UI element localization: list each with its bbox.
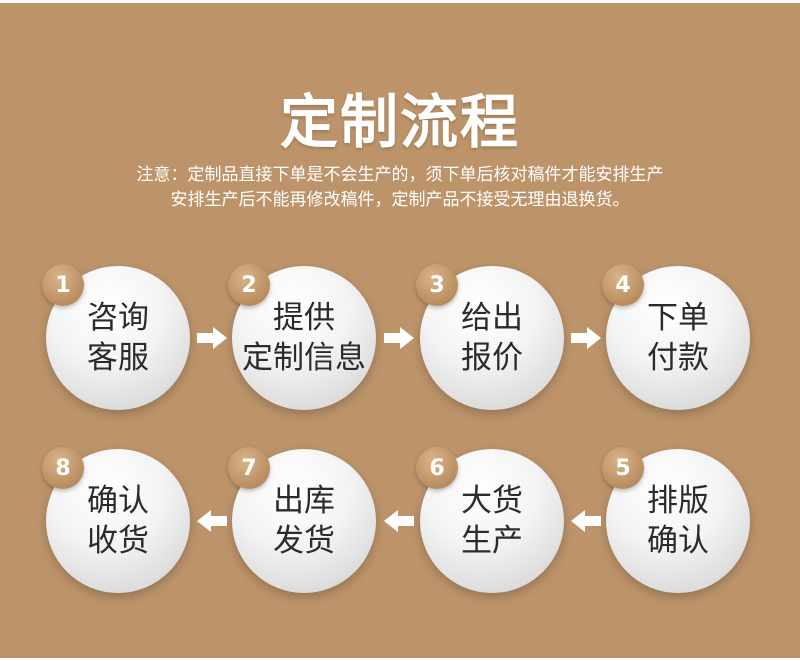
step-label: 确认 收货 [87, 483, 149, 559]
step-3: 3 给出 报价 [416, 264, 564, 410]
step-label: 大货 生产 [461, 483, 523, 559]
arrow-left-icon [571, 510, 601, 532]
arrow-left-icon [384, 510, 414, 532]
step-label: 提供 定制信息 [242, 300, 366, 376]
step-4: 4 下单 付款 [602, 264, 750, 410]
step-badge: 6 [416, 447, 458, 489]
step-badge: 8 [42, 447, 84, 489]
step-7: 7 出库 发货 [228, 447, 376, 593]
arrow-left-icon [197, 510, 227, 532]
page-title: 定制流程 [279, 88, 520, 156]
notice-line-2: 安排生产后不能再修改稿件，定制产品不接受无理由退换货。 [170, 190, 630, 210]
notice-text: 注意：定制品直接下单是不会生产的，须下单后核对稿件才能安排生产 安排生产后不能再… [0, 163, 800, 213]
step-badge: 2 [228, 264, 270, 306]
step-label: 给出 报价 [461, 300, 523, 376]
arrow-right-icon [197, 327, 227, 349]
step-label: 排版 确认 [647, 483, 709, 559]
arrow-right-icon [384, 327, 414, 349]
step-label: 出库 发货 [273, 483, 335, 559]
step-badge: 5 [602, 447, 644, 489]
step-badge: 7 [228, 447, 270, 489]
step-1: 1 咨询 客服 [42, 264, 190, 410]
arrow-right-icon [571, 327, 601, 349]
step-label: 下单 付款 [647, 300, 709, 376]
step-badge: 4 [602, 264, 644, 306]
step-8: 8 确认 收货 [42, 447, 190, 593]
step-6: 6 大货 生产 [416, 447, 564, 593]
notice-line-1: 注意：定制品直接下单是不会生产的，须下单后核对稿件才能安排生产 [136, 165, 664, 185]
step-badge: 1 [42, 264, 84, 306]
step-label: 咨询 客服 [87, 300, 149, 376]
step-5: 5 排版 确认 [602, 447, 750, 593]
step-badge: 3 [416, 264, 458, 306]
step-2: 2 提供 定制信息 [228, 264, 376, 410]
